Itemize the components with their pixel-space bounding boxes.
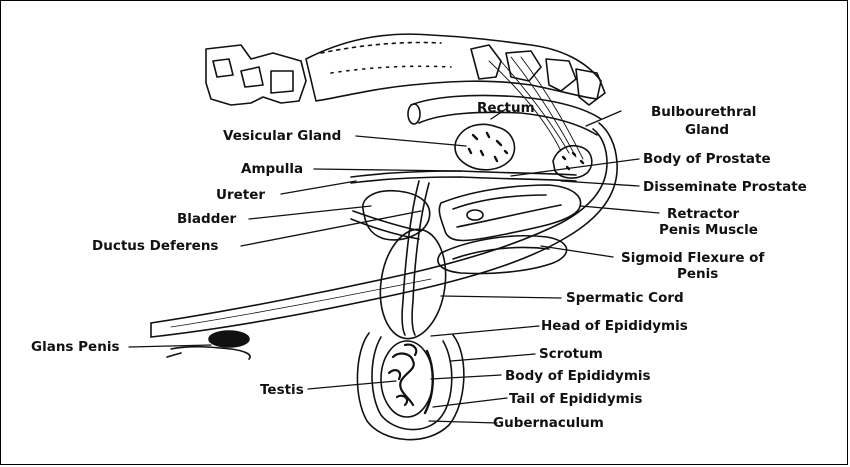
label-tail-of-epididymis: Tail of Epididymis [509, 391, 643, 407]
label-ductus-deferens: Ductus Deferens [92, 238, 219, 254]
label-bladder: Bladder [177, 211, 237, 227]
label-ureter: Ureter [216, 187, 266, 203]
label-sigmoid-flexure-1: Sigmoid Flexure of [621, 250, 765, 266]
label-testis: Testis [260, 382, 304, 398]
label-retractor-penis-muscle-1: Retractor [667, 206, 740, 222]
scrotum [356, 332, 465, 441]
label-bulbourethral-gland-1: Bulbourethral [651, 104, 757, 120]
spermatic-cord-outline [379, 228, 447, 340]
sigmoid-flexure [437, 184, 582, 275]
rectum [407, 94, 602, 136]
vertebrae [205, 33, 606, 106]
label-ampulla: Ampulla [241, 161, 304, 177]
bladder [362, 189, 431, 241]
label-head-of-epididymis: Head of Epididymis [541, 318, 688, 334]
ligament-fibres [488, 56, 584, 160]
label-sigmoid-flexure-2: Penis [677, 266, 719, 282]
label-retractor-penis-muscle-2: Penis Muscle [659, 222, 758, 238]
label-bulbourethral-gland-2: Gland [685, 122, 730, 138]
bulbourethral-gland [552, 145, 593, 179]
label-body-of-prostate: Body of Prostate [643, 151, 771, 167]
label-disseminate-prostate: Disseminate Prostate [643, 179, 807, 195]
label-glans-penis: Glans Penis [31, 339, 120, 355]
label-body-of-epididymis: Body of Epididymis [505, 368, 651, 384]
label-spermatic-cord: Spermatic Cord [566, 290, 684, 306]
label-rectum: Rectum [477, 100, 535, 116]
glans-penis [166, 330, 251, 360]
label-vesicular-gland: Vesicular Gland [223, 128, 342, 144]
testis [380, 340, 434, 418]
label-scrotum: Scrotum [539, 346, 603, 362]
vesicular-gland [454, 123, 516, 171]
leader-lines [128, 108, 660, 424]
label-gubernaculum: Gubernaculum [493, 415, 604, 431]
